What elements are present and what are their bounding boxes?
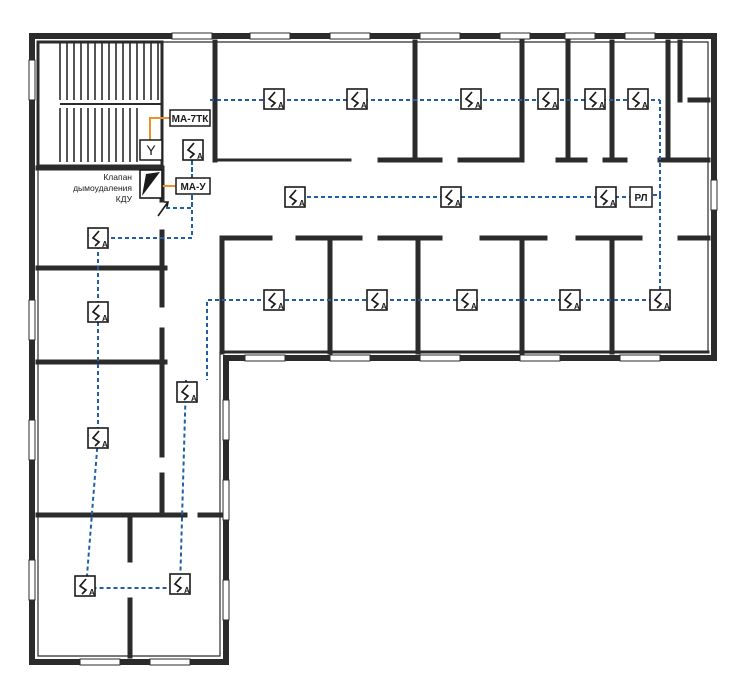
rl-module: РЛ — [629, 186, 653, 208]
svg-text:A: A — [642, 101, 648, 110]
smoke-detector-icon: A — [649, 289, 671, 311]
staircase-steps — [59, 42, 162, 162]
smoke-detector-icon: A — [182, 139, 204, 161]
smoke-detector-icon: A — [559, 289, 581, 311]
svg-text:Клапан: Клапан — [103, 172, 132, 182]
svg-text:РЛ: РЛ — [634, 193, 647, 204]
smoke-detector-icon: A — [346, 88, 368, 110]
svg-text:A: A — [455, 199, 461, 208]
smoke-detector-icon: A — [627, 88, 649, 110]
y-device: Y — [139, 139, 163, 161]
smoke-detector-icon: A — [284, 186, 306, 208]
svg-text:A: A — [361, 101, 367, 110]
svg-text:A: A — [197, 152, 203, 161]
smoke-detector-icon: A — [74, 575, 96, 597]
smoke-detector-icon: A — [169, 573, 191, 595]
valve-flap-icon — [142, 172, 160, 196]
ma-u-module: МА-У — [175, 177, 211, 195]
svg-text:КДУ: КДУ — [116, 194, 133, 204]
svg-text:A: A — [278, 101, 284, 110]
smoke-detector-icon: A — [263, 289, 285, 311]
smoke-detector-icon: A — [537, 88, 559, 110]
svg-text:A: A — [299, 199, 305, 208]
svg-text:A: A — [664, 302, 670, 311]
svg-text:Y: Y — [146, 142, 156, 158]
svg-text:МА-7ТК: МА-7ТК — [172, 114, 210, 125]
outer-wall — [29, 33, 717, 665]
outer-wall-inner-line — [37, 41, 709, 657]
svg-text:A: A — [184, 586, 190, 595]
smoke-detector-icon: A — [366, 289, 388, 311]
ma-7tk-module: МА-7ТК — [169, 109, 211, 127]
svg-text:A: A — [610, 199, 616, 208]
windows — [28, 32, 718, 666]
smoke-detector-icon: A — [595, 186, 617, 208]
svg-text:A: A — [574, 302, 580, 311]
svg-text:A: A — [89, 588, 95, 597]
svg-text:A: A — [599, 101, 605, 110]
smoke-detector-icon: A — [460, 88, 482, 110]
svg-text:A: A — [381, 302, 387, 311]
svg-text:A: A — [102, 314, 108, 323]
west-wing-walls — [35, 165, 223, 659]
svg-text:A: A — [475, 101, 481, 110]
smoke-detector-icon: A — [456, 289, 478, 311]
south-rooms-walls — [219, 235, 711, 355]
smoke-detector-icon: A — [263, 88, 285, 110]
svg-text:A: A — [102, 240, 108, 249]
svg-text:A: A — [102, 440, 108, 449]
valve-arrow-icon — [157, 201, 169, 217]
smoke-detector-icon: A — [584, 88, 606, 110]
svg-text:дымоудаления: дымоудаления — [73, 183, 132, 193]
smoke-detector-icon: A — [87, 227, 109, 249]
walls — [28, 32, 718, 666]
svg-text:A: A — [471, 302, 477, 311]
svg-text:A: A — [552, 101, 558, 110]
svg-text:A: A — [191, 394, 197, 403]
svg-text:A: A — [278, 302, 284, 311]
smoke-detector-icon: A — [87, 301, 109, 323]
smoke-detector-icon: A — [440, 186, 462, 208]
smoke-detector-icon: A — [176, 381, 198, 403]
detectors: A A A A A A A A A A A A A A A A A A A A … — [74, 88, 671, 597]
smoke-detector-icon: A — [87, 427, 109, 449]
smoke-exhaust-valve: Клапан дымоудаления КДУ — [73, 169, 169, 217]
svg-text:МА-У: МА-У — [180, 182, 206, 193]
